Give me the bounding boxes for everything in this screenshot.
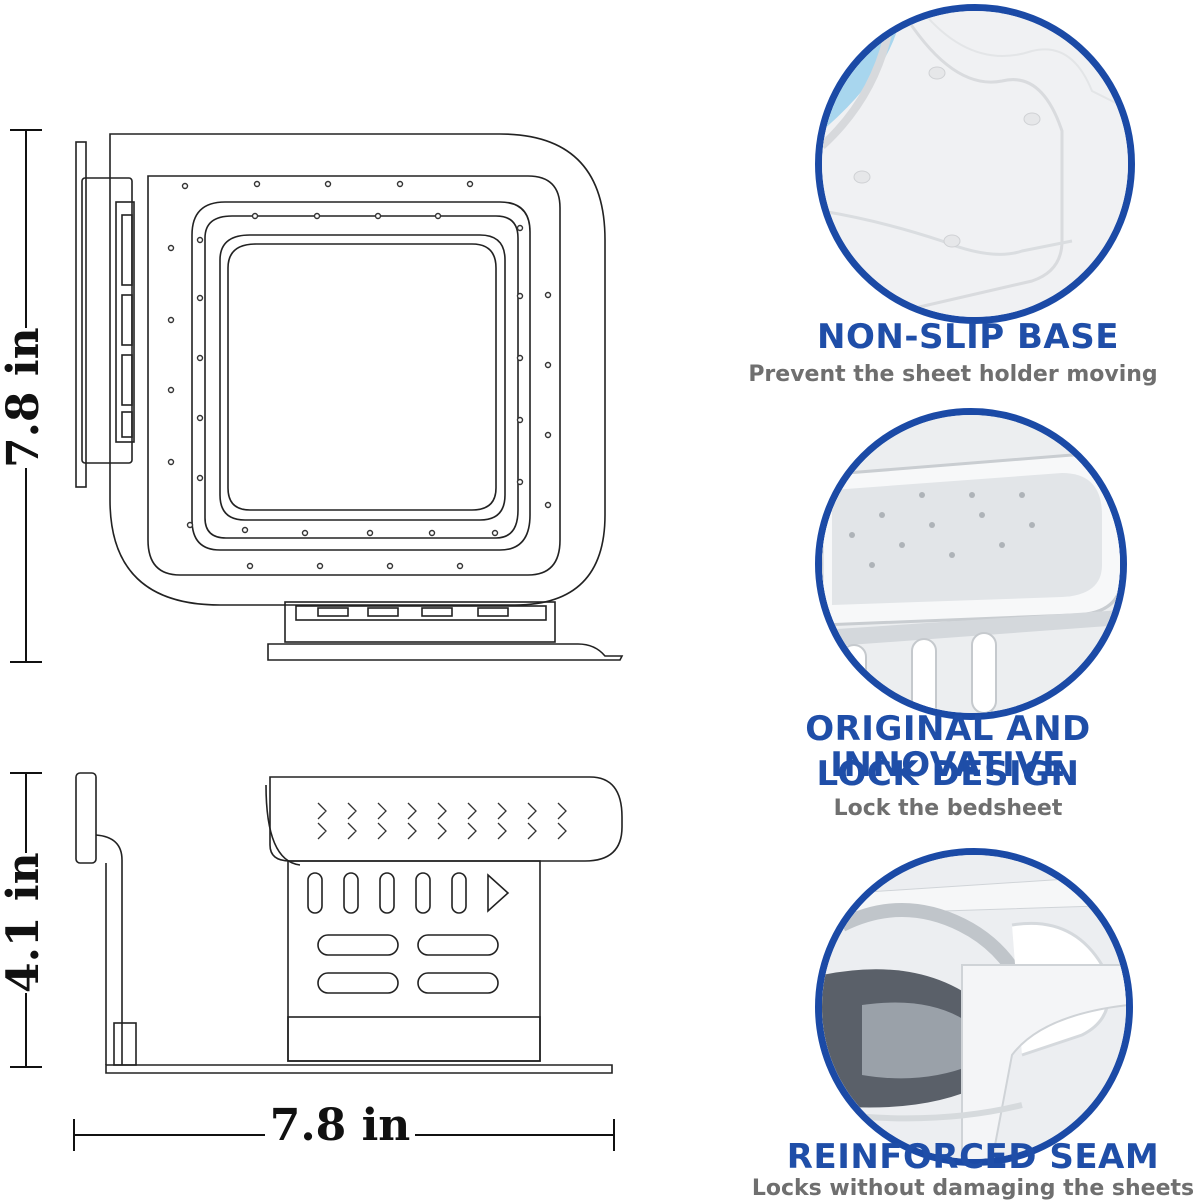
lock-design-illustration xyxy=(822,415,1120,713)
top-view-drawing xyxy=(75,133,624,661)
reinforced-seam-illustration xyxy=(822,855,1126,1159)
bottom-width-label: 7.8 in xyxy=(265,1100,415,1152)
reinforced-seam-title: REINFORCED SEAM xyxy=(786,1137,1160,1177)
lock-design-subtitle: Lock the bedsheet xyxy=(833,796,1063,821)
reinforced-seam-photo xyxy=(815,848,1133,1166)
non-slip-base-subtitle: Prevent the sheet holder moving xyxy=(748,362,1158,387)
non-slip-base-photo xyxy=(815,4,1135,324)
side-view-drawing xyxy=(75,772,623,1074)
non-slip-base-title: NON-SLIP BASE xyxy=(817,317,1119,357)
lock-design-photo xyxy=(815,408,1127,720)
lock-design-title-line1: ORIGINAL AND INNOVATIVE xyxy=(805,709,1091,785)
side-height-label: 4.1 in xyxy=(0,852,52,993)
top-height-label: 7.8 in xyxy=(0,327,52,468)
non-slip-base-illustration xyxy=(822,11,1128,317)
lock-design-title-line2: LOCK DESIGN xyxy=(816,754,1080,794)
reinforced-seam-subtitle: Locks without damaging the sheets xyxy=(751,1176,1195,1201)
